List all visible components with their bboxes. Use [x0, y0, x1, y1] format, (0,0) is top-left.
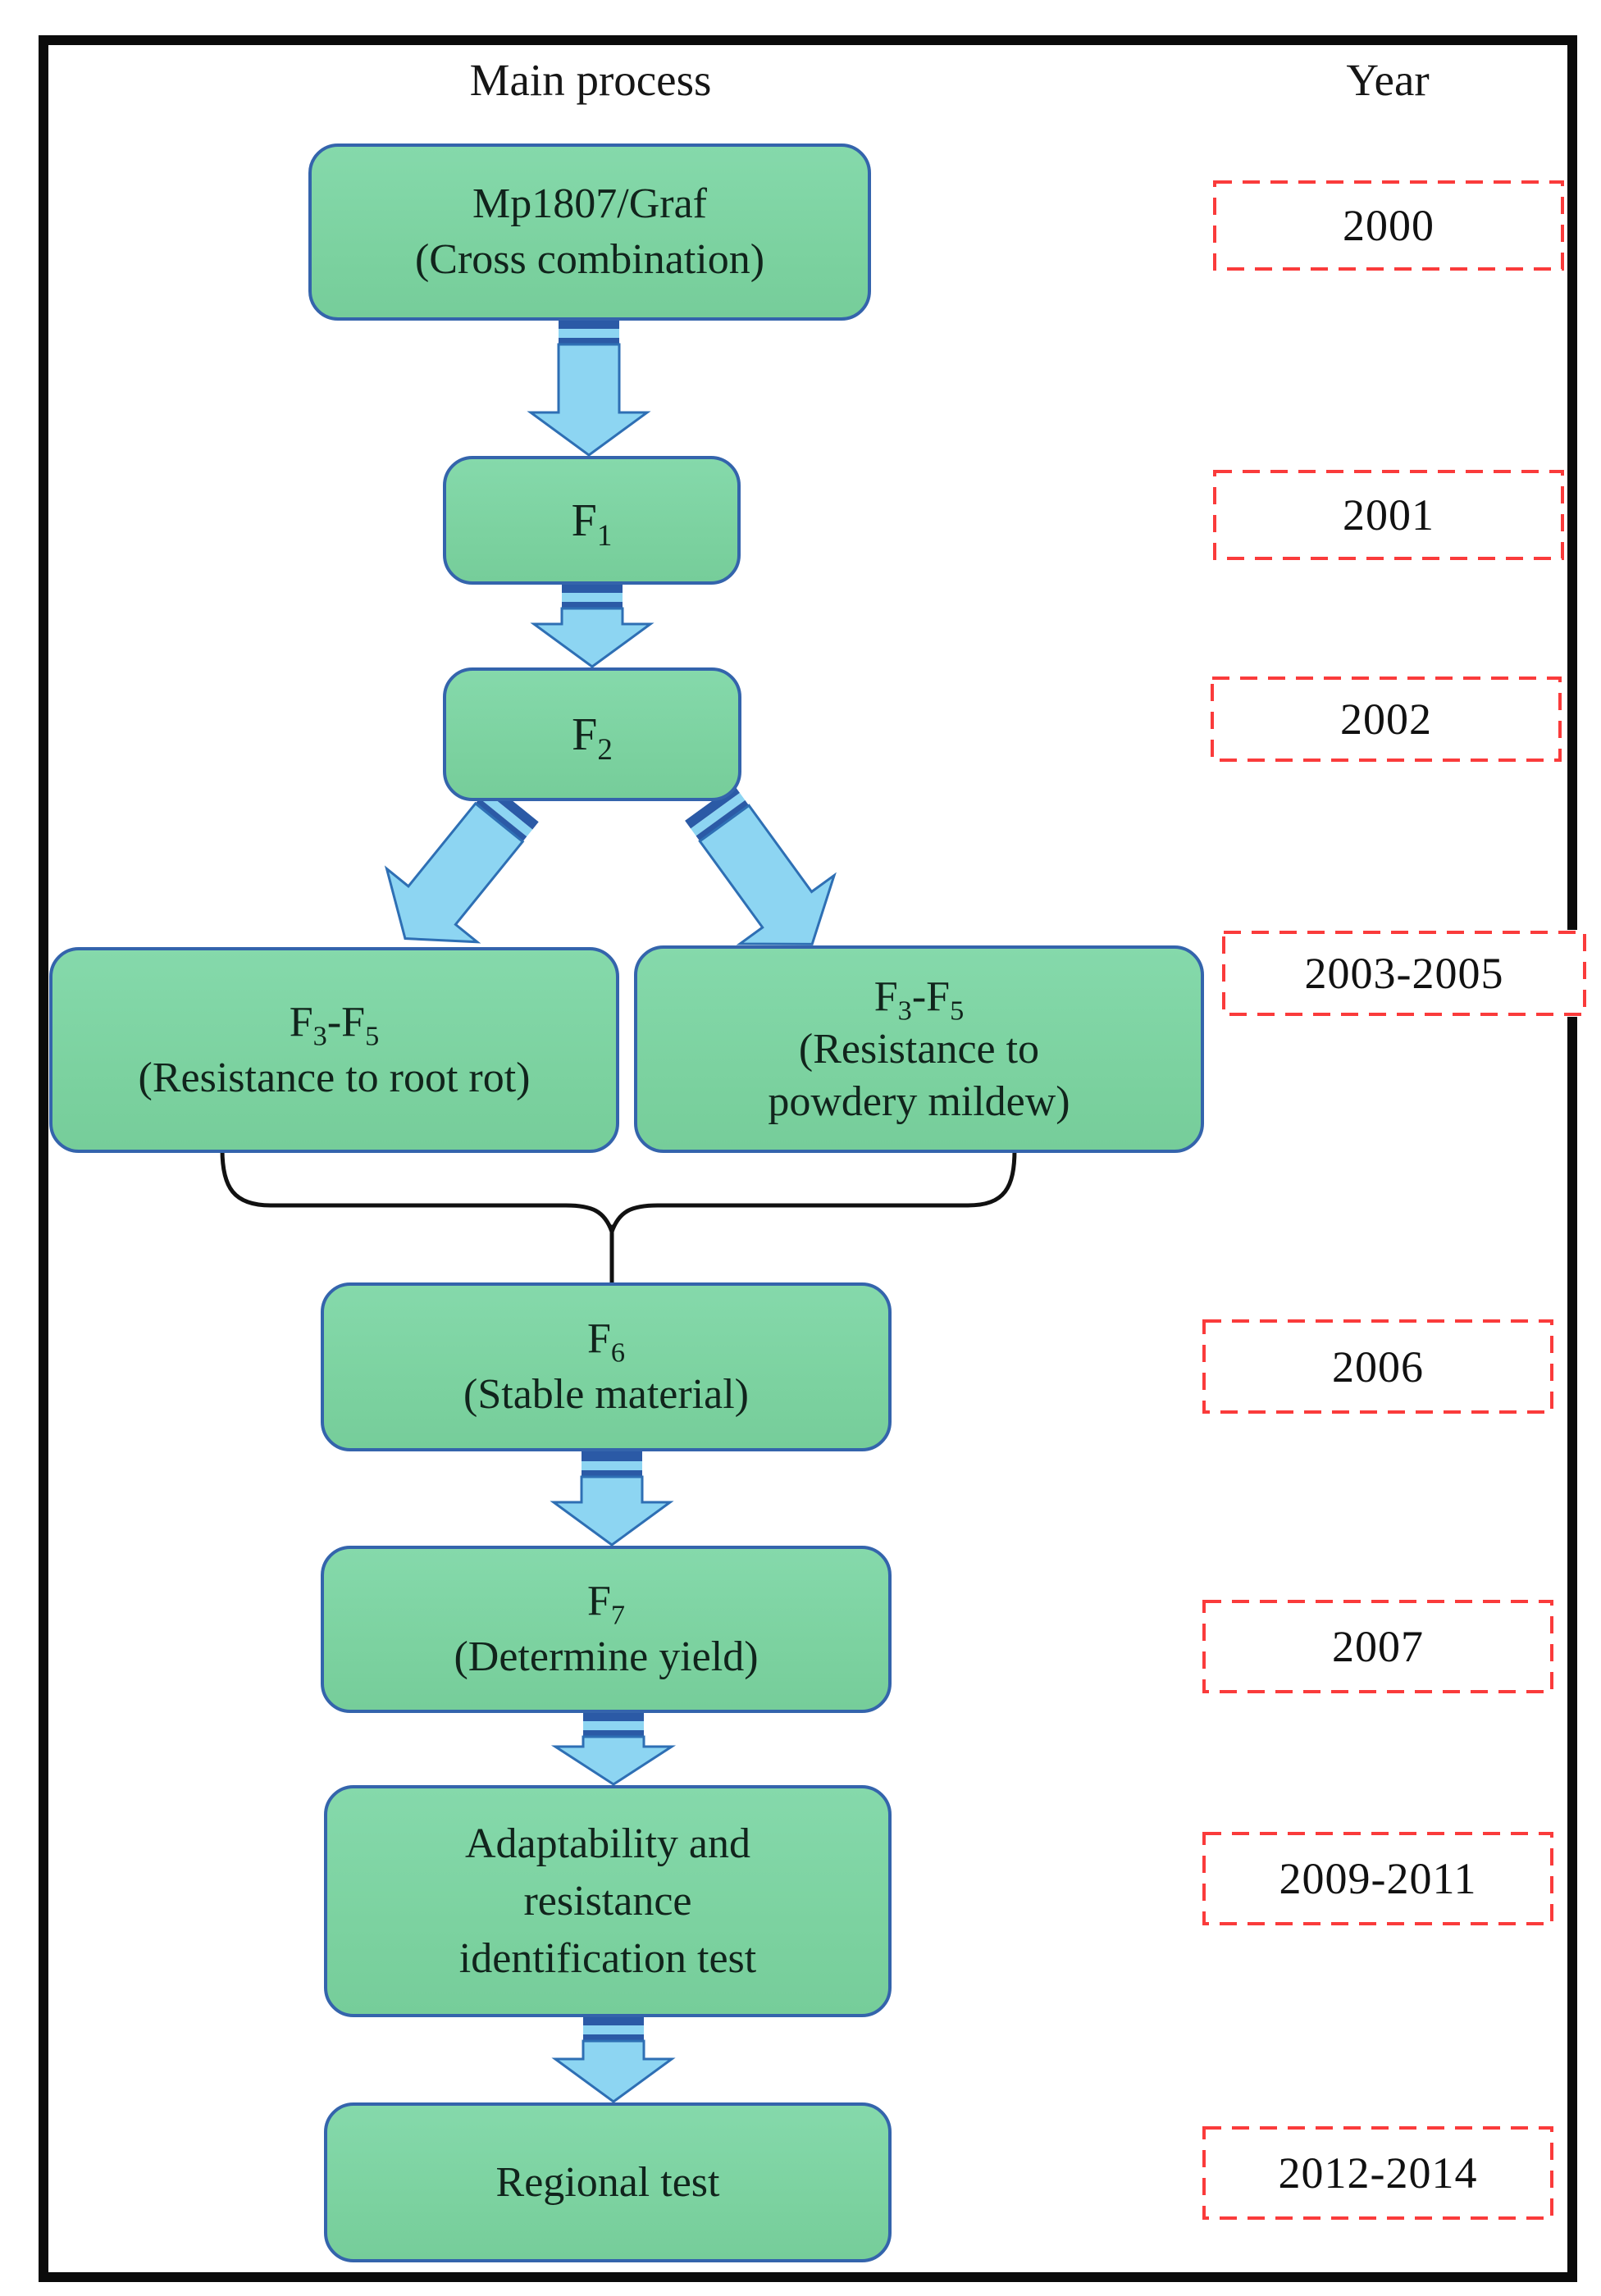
figure-frame	[39, 35, 1577, 2282]
box-line: identification test	[458, 1934, 757, 1982]
column-header-year: Year	[1346, 55, 1430, 105]
year-label: 2006	[1332, 1342, 1424, 1392]
merge-bracket	[220, 1147, 1017, 1288]
box-line: F2	[572, 708, 613, 766]
arrow-down-f1-to-f2	[530, 583, 655, 668]
arrow-down-f6-to-f7	[550, 1451, 674, 1547]
year-label: 2007	[1332, 1622, 1424, 1671]
year-box-2000: 2000	[1212, 180, 1565, 271]
box-line: (Stable material)	[463, 1371, 749, 1418]
year-label: 2000	[1343, 201, 1435, 250]
flow-box-adaptability-test: Adaptability and resistance identificati…	[324, 1785, 892, 2017]
flow-box-cross-combination: Mp1807/Graf (Cross combination)	[308, 144, 871, 321]
box-line: F1	[571, 494, 613, 552]
flow-box-f7-determine-yield: F7 (Determine yield)	[321, 1546, 892, 1713]
flow-box-f35-powdery-mildew: F3-F5 (Resistance to powdery mildew)	[634, 945, 1204, 1153]
box-line: F7	[586, 1578, 626, 1631]
year-label: 2009-2011	[1279, 1854, 1477, 1903]
split-arrow-right	[685, 785, 837, 945]
year-box-2009-2011: 2009-2011	[1202, 1831, 1554, 1926]
year-label: 2003-2005	[1304, 949, 1504, 998]
box-line: Regional test	[495, 2158, 720, 2206]
box-line: Adaptability and	[464, 1820, 751, 1867]
box-line: (Cross combination)	[414, 236, 765, 283]
year-box-2012-2014: 2012-2014	[1202, 2125, 1554, 2221]
year-label: 2002	[1340, 695, 1432, 744]
box-line: (Determine yield)	[454, 1633, 759, 1680]
arrow-down-cross-to-f1	[527, 319, 651, 457]
year-label: 2001	[1343, 490, 1435, 540]
flow-box-f35-root-rot: F3-F5 (Resistance to root rot)	[49, 947, 619, 1153]
year-box-2001: 2001	[1212, 469, 1565, 561]
year-label: 2012-2014	[1278, 2148, 1478, 2198]
column-header-main-process: Main process	[469, 55, 712, 105]
year-box-2002: 2002	[1210, 676, 1562, 763]
box-line: F3-F5	[289, 998, 380, 1051]
arrow-down-f7-to-adapt	[550, 1711, 677, 1786]
year-box-2006: 2006	[1202, 1319, 1554, 1414]
flow-box-f1: F1	[443, 456, 741, 585]
flow-box-regional-test: Regional test	[324, 2102, 892, 2262]
year-box-2007: 2007	[1202, 1599, 1554, 1694]
box-line: Mp1807/Graf	[472, 180, 707, 227]
flow-box-f6-stable-material: F6 (Stable material)	[321, 1282, 892, 1451]
box-line: F6	[586, 1315, 626, 1369]
box-line: resistance	[523, 1877, 692, 1925]
box-line: F3-F5	[873, 973, 965, 1026]
box-line: powdery mildew)	[768, 1077, 1070, 1125]
arrow-down-adapt-to-regional	[551, 2016, 676, 2103]
box-line: (Resistance to	[798, 1025, 1040, 1073]
year-box-2003-2005: 2003-2005	[1221, 930, 1587, 1017]
box-line: (Resistance to root rot)	[138, 1054, 531, 1101]
flow-box-f2: F2	[443, 667, 741, 801]
